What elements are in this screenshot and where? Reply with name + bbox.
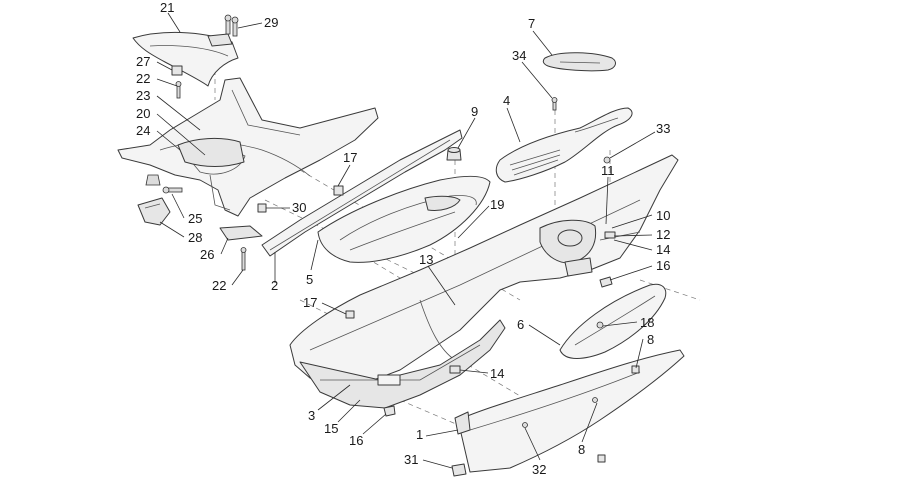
part-16-clip-b — [383, 405, 396, 417]
callout-5: 5 — [306, 272, 313, 287]
part-32-screws — [522, 397, 598, 428]
callout-32: 32 — [532, 462, 546, 477]
leader-lines — [156, 12, 656, 469]
part-1-side-skirt — [454, 349, 685, 473]
callout-labels: 21 29 27 22 23 20 24 25 28 26 22 2 17 30… — [136, 0, 670, 477]
part-13-floorboard — [289, 154, 679, 389]
callout-14-right: 14 — [656, 242, 670, 257]
callout-13: 13 — [419, 252, 433, 267]
part-26-bracket — [219, 225, 263, 241]
callout-23: 23 — [136, 88, 150, 103]
part-9-knob — [446, 147, 462, 161]
part-28-bracket — [137, 197, 171, 226]
part-22-screw-b — [240, 247, 247, 271]
part-8-clips — [597, 365, 640, 463]
part-21-lid — [132, 31, 239, 87]
callout-17-lower: 17 — [303, 295, 317, 310]
callout-24: 24 — [136, 123, 150, 138]
callout-2: 2 — [271, 278, 278, 293]
part-6-side-cover — [559, 283, 667, 359]
callout-1: 1 — [416, 427, 423, 442]
part-18-screw — [596, 321, 604, 329]
callout-12: 12 — [656, 227, 670, 242]
callout-17-upper: 17 — [343, 150, 357, 165]
callout-29: 29 — [264, 15, 278, 30]
callout-28: 28 — [188, 230, 202, 245]
part-16-clip-a — [599, 276, 613, 288]
callout-15: 15 — [324, 421, 338, 436]
callout-22-lower: 22 — [212, 278, 226, 293]
callout-26: 26 — [200, 247, 214, 262]
callout-19: 19 — [490, 197, 504, 212]
callout-31: 31 — [404, 452, 418, 467]
callout-34: 34 — [512, 48, 526, 63]
part-29-screws — [224, 14, 239, 37]
callout-3: 3 — [308, 408, 315, 423]
callout-33: 33 — [656, 121, 670, 136]
callout-20: 20 — [136, 106, 150, 121]
callout-8-lower: 8 — [578, 442, 585, 457]
callout-25: 25 — [188, 211, 202, 226]
part-27-clip — [171, 65, 183, 76]
part-7-cover — [542, 52, 616, 72]
part-33-clip — [603, 156, 611, 164]
callout-14-lower: 14 — [490, 366, 504, 381]
callout-27: 27 — [136, 54, 150, 69]
callout-4: 4 — [503, 93, 510, 108]
callout-6: 6 — [517, 317, 524, 332]
callout-10: 10 — [656, 208, 670, 223]
callout-11: 11 — [601, 163, 615, 178]
part-24-fastener — [145, 174, 161, 186]
callout-21: 21 — [160, 0, 174, 15]
part-5-floor-mat — [317, 175, 491, 263]
callout-7: 7 — [528, 16, 535, 31]
part-4-tunnel-cover — [495, 107, 633, 183]
callout-9: 9 — [471, 104, 478, 119]
part-17-clip-a — [333, 185, 344, 196]
part-25-bolt — [162, 186, 183, 194]
part-3-under-panel — [299, 319, 506, 409]
part-2-rail — [261, 129, 463, 257]
part-17-clip-b — [345, 310, 355, 319]
callout-16-right: 16 — [656, 258, 670, 273]
part-20-leg-shield — [117, 77, 379, 217]
callout-16-lower: 16 — [349, 433, 363, 448]
part-31-clip — [451, 463, 467, 477]
callout-18: 18 — [640, 315, 654, 330]
callout-30: 30 — [292, 200, 306, 215]
part-22-screw-a — [175, 81, 182, 99]
part-30-clip — [257, 203, 267, 213]
callout-22-upper: 22 — [136, 71, 150, 86]
callout-8-upper: 8 — [647, 332, 654, 347]
part-34-screw — [551, 97, 558, 111]
part-14-clip-a — [604, 231, 616, 239]
part-14-clip-b — [449, 365, 461, 374]
